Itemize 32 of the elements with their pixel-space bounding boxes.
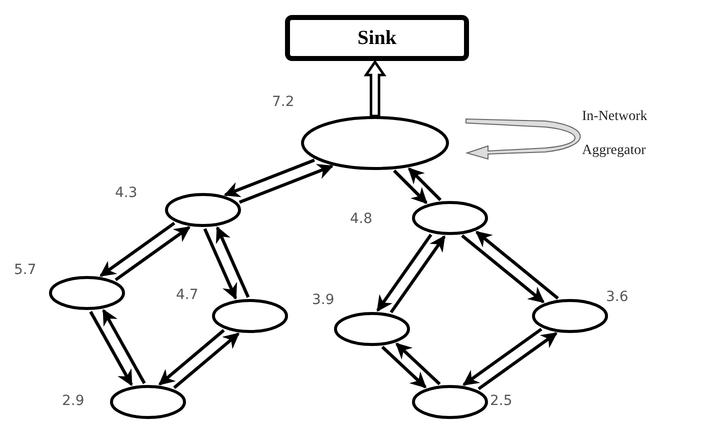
value-label: 4.8	[350, 211, 372, 227]
arrow	[203, 228, 238, 300]
arrow	[216, 226, 250, 298]
arrow	[390, 235, 446, 314]
arrow	[395, 342, 441, 386]
value-label: 7.2	[272, 94, 294, 110]
value-label: 3.9	[312, 292, 334, 308]
arrow	[408, 168, 442, 202]
annotation-text: In-Network Aggregator	[582, 108, 648, 160]
arrow	[173, 332, 240, 389]
value-label: 2.5	[490, 393, 512, 409]
value-label: 4.3	[115, 185, 138, 201]
value-label: 4.7	[176, 287, 198, 303]
arrow	[89, 310, 133, 386]
arrow	[114, 226, 190, 282]
value-label: 5.7	[14, 262, 36, 278]
arrow	[393, 170, 428, 204]
arrow	[376, 234, 432, 312]
arrow	[462, 328, 542, 386]
arrow	[224, 158, 315, 198]
value-label: 2.9	[62, 393, 84, 409]
arrow	[478, 332, 558, 390]
arrow	[102, 308, 146, 384]
arrow	[475, 230, 559, 300]
arrow	[238, 164, 334, 204]
arrow	[100, 222, 176, 278]
sink-box: Sink	[285, 15, 469, 61]
arrow	[461, 234, 545, 304]
value-label: 3.6	[606, 289, 628, 305]
arrow	[158, 329, 225, 386]
arrow	[364, 60, 386, 118]
arrow	[381, 346, 427, 388]
